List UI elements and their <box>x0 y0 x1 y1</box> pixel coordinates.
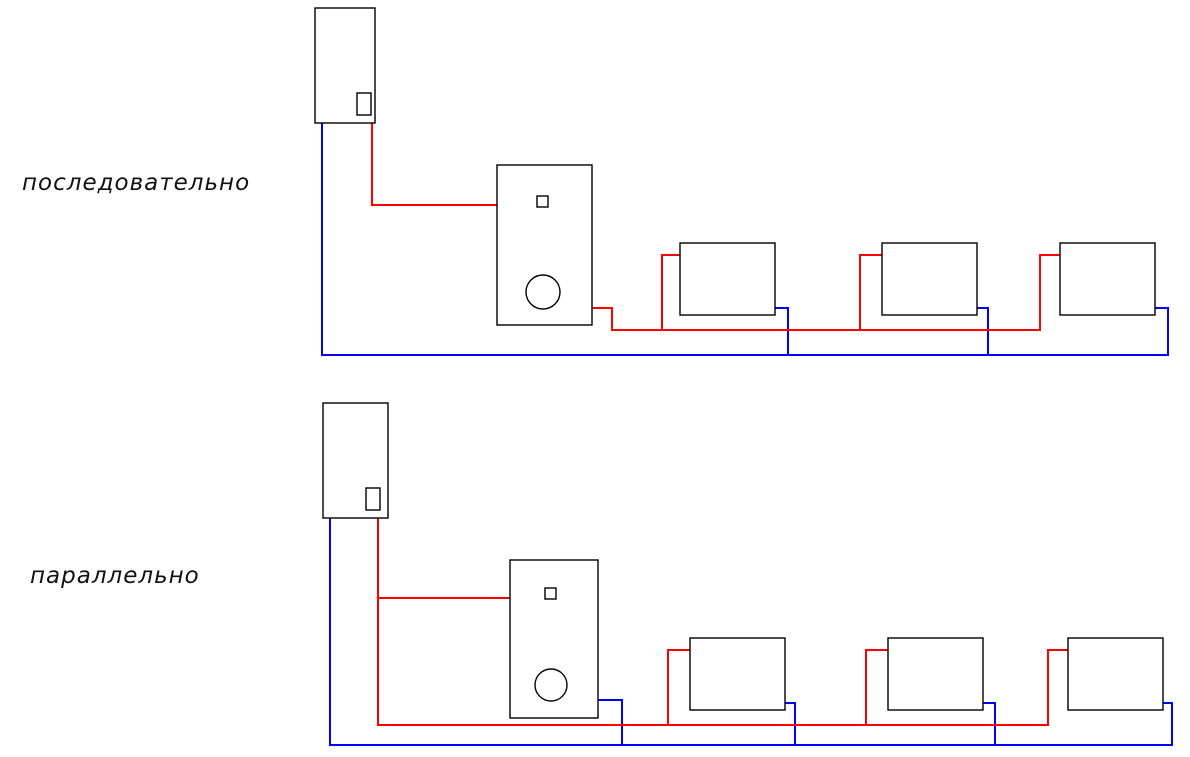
radiator <box>887 637 984 711</box>
pump-circle <box>534 668 568 702</box>
radiator <box>679 242 776 316</box>
boiler-panel <box>365 487 381 511</box>
supply-pipe <box>865 649 888 725</box>
radiator <box>1059 242 1156 316</box>
return-pipe <box>775 307 789 355</box>
return-pipe <box>329 518 1173 746</box>
supply-pipe <box>859 254 882 330</box>
radiator <box>881 242 978 316</box>
boiler <box>322 402 389 519</box>
heater-indicator <box>544 587 557 600</box>
return-pipe <box>598 699 623 745</box>
supply-pipe <box>371 123 497 206</box>
heater-indicator <box>536 195 549 208</box>
return-pipe <box>321 123 1169 356</box>
supply-pipe <box>667 649 690 725</box>
series-diagram-label: последовательно <box>22 170 251 196</box>
return-pipe <box>983 702 996 745</box>
pump-circle <box>525 274 561 310</box>
series-circuit <box>314 7 1169 356</box>
radiator <box>1067 637 1164 711</box>
supply-pipe <box>661 254 680 330</box>
parallel-circuit <box>322 402 1173 746</box>
supply-pipe <box>377 518 1068 726</box>
return-pipe <box>785 702 796 745</box>
return-pipe <box>977 307 989 355</box>
boiler-panel <box>356 92 372 116</box>
supply-pipe <box>592 254 1060 331</box>
parallel-diagram-label: параллельно <box>30 563 200 589</box>
radiator <box>689 637 786 711</box>
